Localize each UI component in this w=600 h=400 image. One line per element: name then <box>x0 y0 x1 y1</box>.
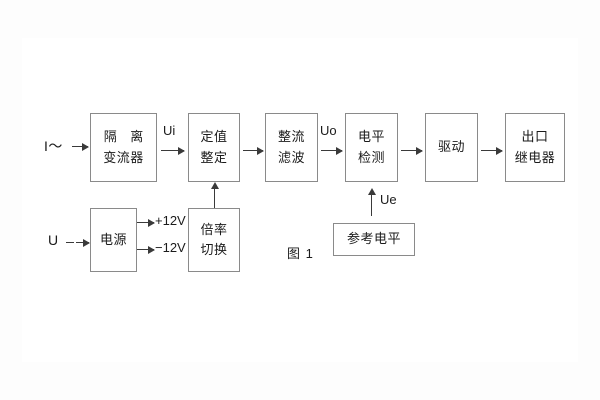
block-power-supply-line1: 电源 <box>99 231 127 247</box>
input-current-label: I～ <box>44 138 63 154</box>
figure-caption: 图 1 <box>287 246 314 261</box>
block-level-detect[interactable]: 电平 检测 <box>345 113 398 182</box>
block-rectify-filter-line1: 整流 <box>277 129 305 145</box>
arrow-reference-to-level-detect <box>367 188 376 216</box>
arrow-isolation-to-setting <box>161 146 185 155</box>
block-reference-level-line1: 参考电平 <box>346 231 401 247</box>
block-setting-adjust[interactable]: 定值 整定 <box>188 113 240 182</box>
rail-negative-label: −12V <box>155 240 186 255</box>
signal-ui-label: Ui <box>163 123 176 138</box>
block-isolation-transformer-line2: 变流器 <box>103 149 144 165</box>
arrow-ratio-to-setting <box>210 182 219 208</box>
arrow-rectify-to-level <box>321 146 343 155</box>
block-rectify-filter[interactable]: 整流 滤波 <box>265 113 318 182</box>
input-voltage-label: U <box>48 232 59 248</box>
arrow-current-to-isolation <box>72 142 89 151</box>
block-isolation-transformer-line1: 隔 离 <box>103 129 149 145</box>
signal-ue-label: Ue <box>380 192 397 207</box>
arrow-voltage-to-power <box>76 238 90 247</box>
block-output-relay-line2: 继电器 <box>514 149 556 165</box>
block-setting-adjust-line1: 定值 <box>200 129 228 145</box>
block-power-supply[interactable]: 电源 <box>90 208 137 272</box>
arrow-rail-negative <box>137 245 155 254</box>
block-level-detect-line1: 电平 <box>357 129 385 145</box>
block-ratio-switch-line1: 倍率 <box>200 221 228 237</box>
arrow-level-to-drive <box>401 146 423 155</box>
block-output-relay-line1: 出口 <box>521 129 549 145</box>
arrow-setting-to-rectify <box>243 146 264 155</box>
block-setting-adjust-line2: 整定 <box>200 149 228 165</box>
block-output-relay[interactable]: 出口 继电器 <box>505 113 565 182</box>
signal-uo-label: Uo <box>320 123 337 138</box>
block-ratio-switch[interactable]: 倍率 切换 <box>188 208 240 272</box>
block-isolation-transformer[interactable]: 隔 离 变流器 <box>90 113 157 182</box>
block-ratio-switch-line2: 切换 <box>200 242 228 257</box>
block-reference-level[interactable]: 参考电平 <box>333 223 415 256</box>
block-rectify-filter-line2: 滤波 <box>277 149 305 165</box>
voltage-lead-dash <box>66 242 74 243</box>
rail-positive-label: +12V <box>155 213 186 228</box>
block-level-detect-line2: 检测 <box>357 149 385 165</box>
arrow-rail-positive <box>137 218 155 227</box>
block-drive[interactable]: 驱动 <box>425 113 478 182</box>
block-drive-line1: 驱动 <box>437 139 465 155</box>
arrow-drive-to-output <box>481 146 503 155</box>
diagram-plate <box>22 38 578 362</box>
